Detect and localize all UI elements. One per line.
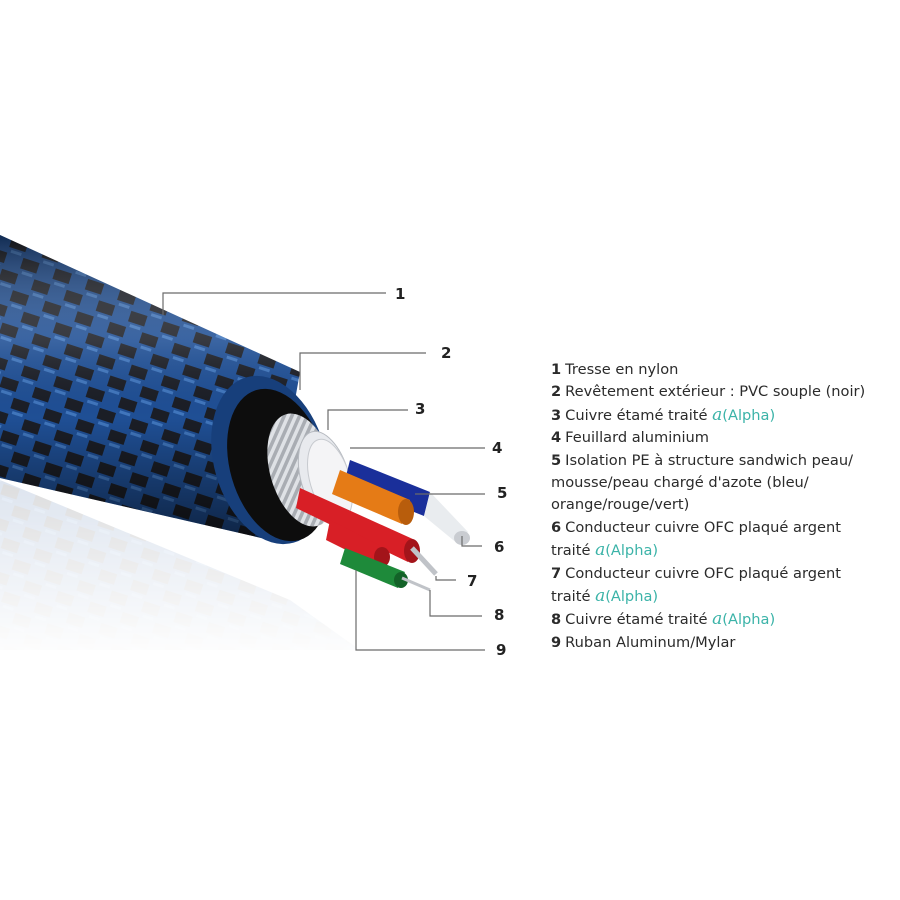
legend-number: 3 [551, 406, 562, 424]
alpha-label: (Alpha) [605, 542, 659, 560]
callout-4: 4 [492, 439, 502, 457]
legend-text-cont: traité [551, 542, 591, 560]
legend-text: Cuivre étamé traité [565, 611, 708, 629]
legend-number: 7 [551, 564, 562, 582]
legend-number: 6 [551, 518, 562, 536]
legend-number: 9 [551, 633, 562, 651]
legend-text-line-2: traité a(Alpha) [551, 585, 891, 608]
legend-text-line-2: traité a(Alpha) [551, 539, 891, 562]
conductor-orange [332, 470, 414, 525]
legend-number: 5 [551, 451, 562, 469]
legend-text: Revêtement extérieur : PVC souple (noir) [565, 383, 866, 401]
legend-number: 4 [551, 429, 562, 447]
legend-text: Isolation PE à structure sandwich peau/ [565, 451, 854, 469]
legend-text: Conducteur cuivre OFC plaqué argent [565, 518, 841, 536]
callout-6: 6 [494, 538, 504, 556]
legend-number: 2 [551, 383, 562, 401]
callout-7: 7 [467, 572, 477, 590]
callout-1: 1 [395, 285, 405, 303]
alpha-label: (Alpha) [722, 611, 776, 629]
legend-text: Conducteur cuivre OFC plaqué argent [565, 564, 841, 582]
legend-text-line-3: orange/rouge/vert) [551, 496, 690, 514]
legend-text: Cuivre étamé traité [565, 406, 708, 424]
legend-text: Feuillard aluminium [565, 429, 710, 447]
callout-2: 2 [441, 344, 451, 362]
conductor-green [340, 548, 431, 592]
legend-text-cont: traité [551, 588, 591, 606]
conductor-red-1 [296, 488, 438, 576]
legend-number: 8 [551, 611, 562, 629]
alpha-label: (Alpha) [605, 588, 659, 606]
callout-9: 9 [496, 641, 506, 659]
legend-text-line-2: mousse/peau chargé d'azote (bleu/ [551, 474, 809, 492]
callout-8: 8 [494, 606, 504, 624]
callout-numbers: 1 2 3 4 5 6 7 8 9 [395, 285, 507, 659]
legend-text: Tresse en nylon [565, 361, 679, 378]
alpha-label: (Alpha) [722, 406, 776, 424]
leader-lines [162, 292, 485, 651]
callout-3: 3 [415, 400, 425, 418]
callout-5: 5 [497, 484, 507, 502]
alpha-icon: a [712, 404, 723, 425]
alpha-icon: a [595, 540, 606, 561]
legend-number: 1 [551, 361, 562, 378]
alpha-icon: a [712, 609, 723, 630]
alpha-icon: a [595, 586, 606, 607]
legend-text: Ruban Aluminum/Mylar [565, 633, 736, 651]
